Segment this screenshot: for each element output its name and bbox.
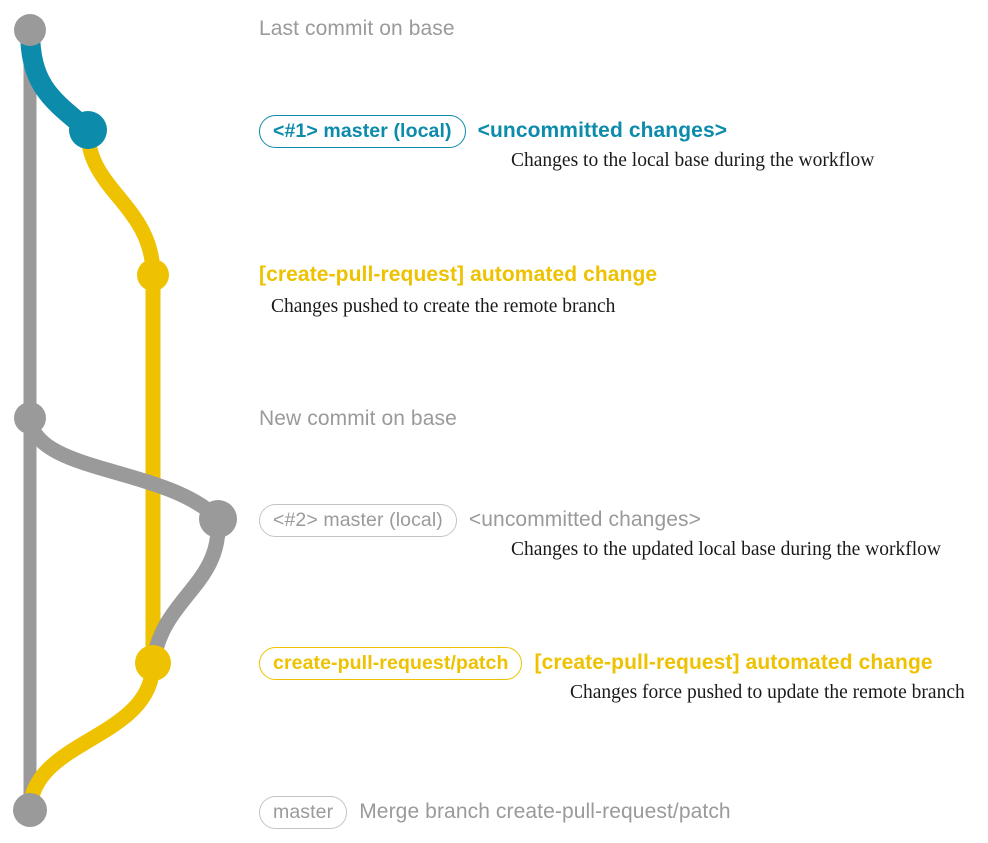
- node-automated-change-2: [135, 645, 171, 681]
- entry-new-commit-on-base: New commit on base: [259, 407, 457, 430]
- entry-last-commit-on-base: Last commit on base: [259, 17, 455, 40]
- entry-headline: Last commit on base: [259, 17, 455, 40]
- edge-gray-branch-out: [22, 410, 226, 527]
- node-local-master-1: [69, 111, 107, 149]
- entry-description: Changes pushed to create the remote bran…: [271, 296, 616, 317]
- node-local-master-2: [199, 500, 237, 538]
- branch-pill-local-master-1[interactable]: <#1> master (local): [259, 115, 466, 149]
- entry-headline: Merge branch create-pull-request/patch: [359, 800, 731, 823]
- entry-headline: <uncommitted changes>: [468, 508, 701, 531]
- node-automated-change-1: [137, 259, 169, 291]
- edge-gray-branch-merge: [145, 511, 226, 671]
- edge-yellow-to-first-commit: [80, 124, 161, 283]
- entry-description: Changes to the updated local base during…: [511, 539, 941, 560]
- entry-local-master-2: <#2> master (local) <uncommitted changes…: [259, 504, 701, 538]
- entry-headline: [create-pull-request] automated change: [259, 263, 658, 286]
- branch-pill-local-master-2[interactable]: <#2> master (local): [259, 504, 457, 538]
- entry-headline: New commit on base: [259, 407, 457, 430]
- entry-description: Changes force pushed to update the remot…: [570, 682, 965, 703]
- node-merge-commit: [13, 793, 47, 827]
- entry-automated-change-1: [create-pull-request] automated change: [259, 263, 657, 286]
- branch-pill-master[interactable]: master: [259, 796, 348, 830]
- entry-merge-commit: master Merge branch create-pull-request/…: [259, 796, 731, 830]
- edge-yellow-merge-to-base: [22, 655, 161, 818]
- entry-headline: [create-pull-request] automated change: [534, 651, 933, 674]
- branch-pill-create-pull-request-patch[interactable]: create-pull-request/patch: [259, 647, 523, 681]
- node-new-commit-on-base: [14, 402, 46, 434]
- entry-description: Changes to the local base during the wor…: [511, 150, 875, 171]
- entry-headline: <uncommitted changes>: [477, 119, 728, 142]
- entry-local-master-1: <#1> master (local) <uncommitted changes…: [259, 115, 728, 149]
- node-last-commit-on-base: [14, 14, 46, 46]
- entry-automated-change-2: create-pull-request/patch [create-pull-r…: [259, 647, 933, 681]
